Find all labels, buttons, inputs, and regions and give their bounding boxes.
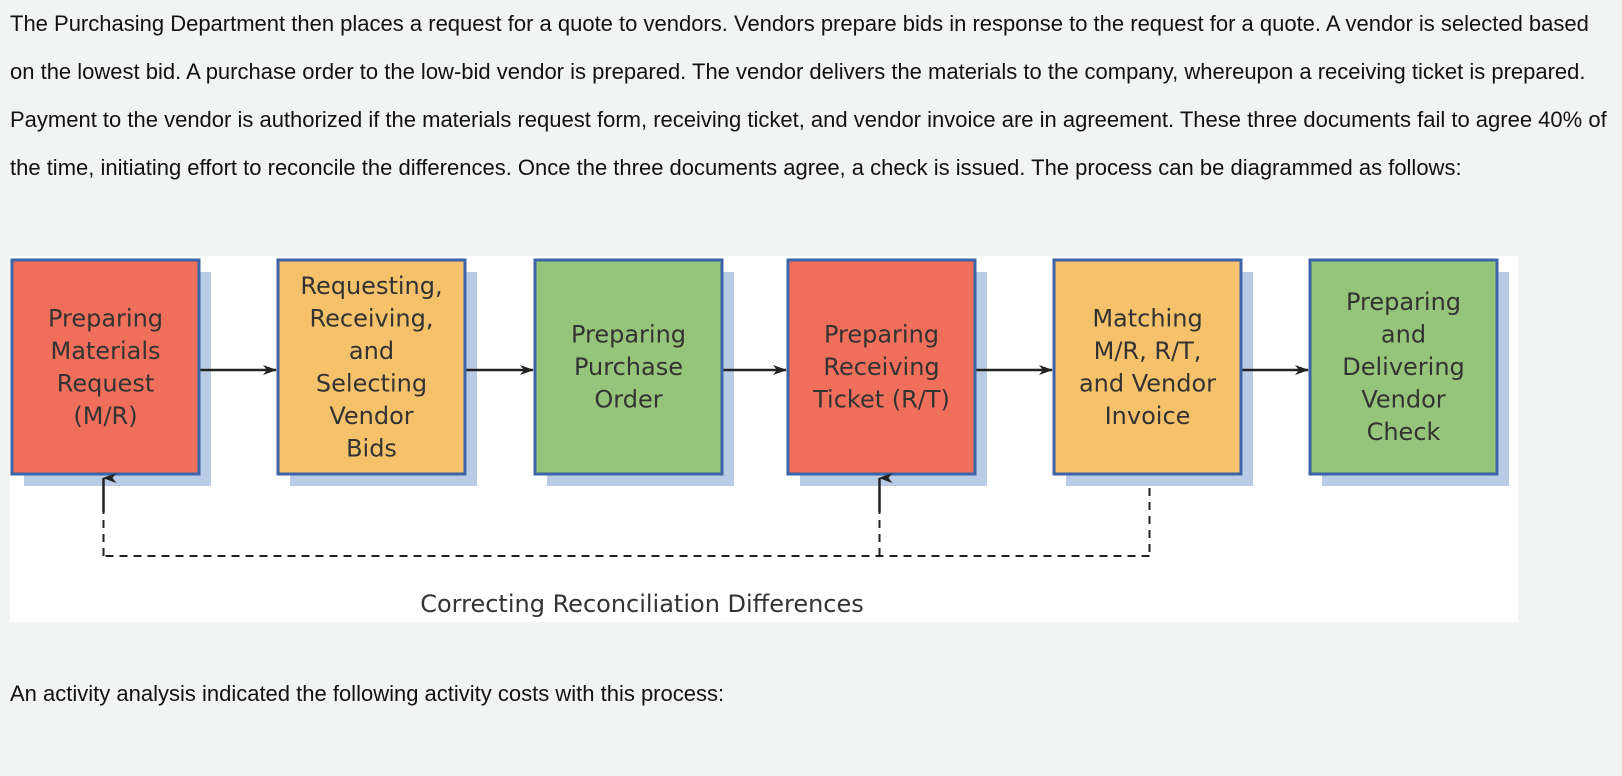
process-box-label-materials-request-2: Request (57, 369, 155, 397)
process-box-label-matching-2: and Vendor (1079, 369, 1216, 397)
process-box-label-vendor-bids-1: Receiving, (310, 304, 434, 332)
process-box-label-vendor-bids-4: Vendor (329, 402, 413, 430)
process-box-label-vendor-check-1: and (1381, 321, 1426, 349)
process-box-rect-matching (1052, 258, 1243, 476)
process-box-label-matching-3: Invoice (1105, 402, 1191, 430)
process-box-rect-vendor-bids (276, 258, 467, 476)
process-box-label-vendor-bids-5: Bids (346, 434, 397, 462)
process-box-label-receiving-ticket-2: Ticket (R/T) (812, 386, 950, 414)
process-box-label-purchase-order-0: Preparing (571, 321, 686, 349)
intro-paragraph: The Purchasing Department then places a … (10, 11, 1607, 180)
process-box-label-receiving-ticket-0: Preparing (824, 321, 939, 349)
outro-paragraph: An activity analysis indicated the follo… (10, 681, 725, 706)
box-shadows (24, 272, 1509, 486)
process-box-label-matching-1: M/R, R/T, (1094, 337, 1202, 365)
process-box-label-vendor-bids-2: and (349, 337, 394, 365)
process-box-label-matching-0: Matching (1092, 304, 1202, 332)
feedback-loop (102, 473, 1151, 557)
process-box-rect-materials-request (10, 258, 201, 476)
process-box-vendor-bids: Requesting, Receiving, andSelectingVendorB… (276, 258, 467, 476)
process-box-label-vendor-check-4: Check (1367, 418, 1441, 446)
process-box-label-vendor-bids-0: Requesting, (300, 272, 442, 300)
process-box-rect-vendor-check (1308, 258, 1499, 476)
process-box-label-vendor-bids-3: Selecting (316, 369, 427, 397)
process-box-label-vendor-check-0: Preparing (1346, 288, 1461, 316)
process-box-label-vendor-check-3: Vendor (1361, 386, 1445, 414)
process-box-rect-purchase-order (533, 258, 724, 476)
process-box-label-materials-request-1: Materials (50, 337, 160, 365)
process-box-label-vendor-check-2: Delivering (1342, 353, 1465, 381)
process-box-label-materials-request-3: (M/R) (73, 402, 137, 430)
process-box-label-purchase-order-2: Order (594, 386, 662, 414)
process-box-label-receiving-ticket-1: Receiving (823, 353, 939, 381)
feedback-caption: Correcting Reconciliation Differences (420, 590, 864, 618)
process-box-label-purchase-order-1: Purchase (574, 353, 683, 381)
process-box-label-materials-request-0: Preparing (48, 304, 163, 332)
process-box-rect-receiving-ticket (786, 258, 977, 476)
